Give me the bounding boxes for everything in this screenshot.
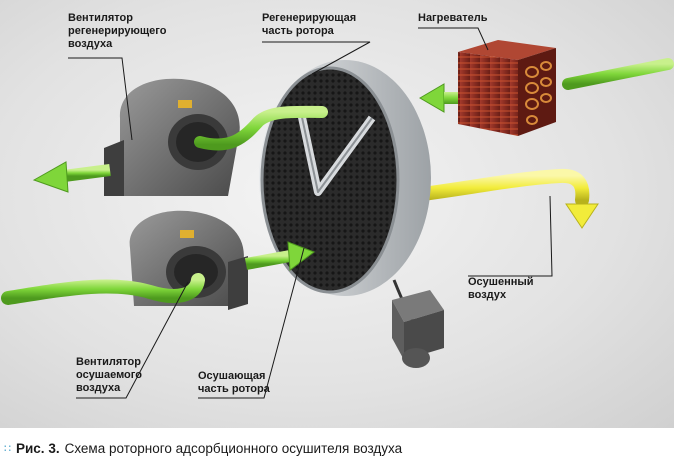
rotor (259, 60, 431, 331)
process-inlet-flow (1, 273, 205, 305)
rotor-dehumidifier-illustration (1, 27, 674, 399)
drive-motor (392, 290, 444, 368)
heater-box (458, 40, 556, 136)
regeneration-exhaust-arrow (32, 161, 69, 193)
label-regeneration-rotor-part: Регенерирующая часть ротора (262, 12, 357, 37)
figure-caption: ∷ Рис. 3. Схема роторного адсорбционного… (4, 436, 670, 460)
process-fan (129, 210, 248, 310)
caption-bullet-icon: ∷ (4, 442, 11, 455)
label-regeneration-fan: Вентилятор регенерирующего воздуха (68, 12, 167, 50)
caption-text: Схема роторного адсорбционного осушителя… (64, 440, 403, 456)
label-dried-air: Осушенный воздух (468, 276, 534, 301)
heater-inlet-flow (562, 58, 674, 90)
dried-air-arrow (565, 203, 599, 229)
label-heater: Нагреватель (418, 12, 488, 24)
process-to-rotor-arrow (287, 241, 316, 271)
label-process-fan: Вентилятор осушаемого воздуха (76, 356, 142, 394)
caption-number: Рис. 3. (16, 440, 60, 456)
dried-air-flow (401, 168, 590, 207)
diagram-stage: Вентилятор регенерирующего воздуха Реген… (0, 0, 674, 428)
label-drying-rotor-part: Осушающая часть ротора (198, 370, 270, 395)
heater-to-rotor-arrow (419, 83, 445, 113)
regeneration-exhaust-flow (194, 105, 328, 151)
regeneration-fan (104, 78, 240, 196)
leader-lines (68, 27, 553, 399)
